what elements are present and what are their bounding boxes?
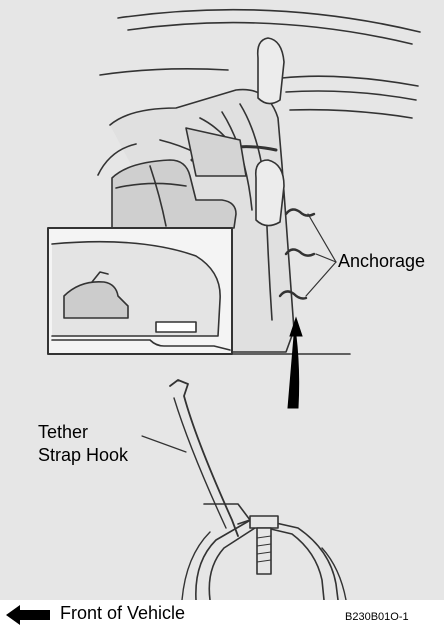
headrest-upper	[258, 38, 284, 104]
roof-line	[118, 10, 420, 32]
anchorage-leader	[306, 262, 336, 296]
tether-strap	[174, 398, 226, 528]
shelf-line	[290, 110, 412, 118]
left-arrow-icon	[6, 605, 52, 625]
tether-leader	[142, 436, 186, 452]
anchorage-hook	[286, 209, 314, 215]
anchor-bolt-head	[250, 516, 278, 528]
front-of-vehicle-label: Front of Vehicle	[60, 604, 185, 622]
tether-label-line2: Strap Hook	[38, 446, 128, 464]
figure-code: B230B01O-1	[345, 612, 409, 623]
rear-window-line	[282, 76, 418, 86]
anchorage-label: Anchorage	[338, 252, 425, 270]
car-seat-illustration	[0, 0, 444, 600]
tether-strap	[170, 380, 238, 536]
anchor-bolt-shank	[257, 528, 271, 574]
rear-window-line	[100, 69, 228, 75]
anchorage-hook	[286, 249, 314, 255]
tether-label-line1: Tether	[38, 423, 88, 441]
headrest-lower	[256, 160, 284, 226]
rear-window-line	[286, 91, 416, 100]
inset-latch	[156, 322, 196, 332]
